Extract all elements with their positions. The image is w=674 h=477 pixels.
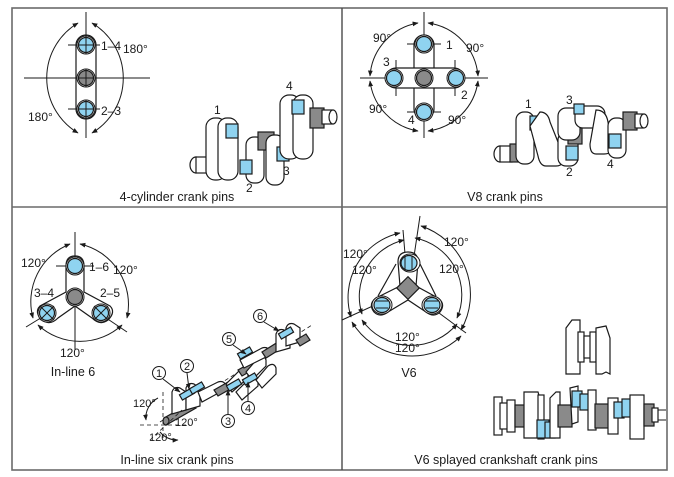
v8-crankshaft-pin-3 [573,103,585,115]
v8-crankshaft-pin-number-2: 2 [566,165,573,179]
inline6-angle-label-left: 120° [21,256,46,270]
v8-pin-label-1: 1 [446,38,453,52]
inline6-angle-label-bottom: 120° [60,346,85,360]
v8-angle-label-top-right: 90° [466,41,484,55]
inline6-main-journal [66,288,84,306]
inline6-crankshaft-pin-3 [225,378,243,392]
v8-pin-diagram: 1 2 3 4 90° 90° 90° 90° [360,12,488,138]
v8-crankshaft-pin-2 [565,145,579,161]
inline-six-pin-diagram: 1–6 2–5 3–4 120° 120° 120° In-line 6 [21,232,138,379]
crank-pin-4 [291,99,305,115]
caption-v8: V8 crank pins [467,190,543,204]
panel-four-cylinder: 1–4 2–3 180° 180° [24,12,338,204]
crank-pin-1 [225,123,239,139]
inline6-callout-3: 3 [221,389,235,428]
four-cyl-pin-diagram: 1–4 2–3 180° 180° [24,12,150,138]
panel-inline-six: 1–6 2–5 3–4 120° 120° 120° In-line 6 [21,232,313,467]
inline6-callout-1: 1 [152,366,181,393]
v6-angle-label-4: 120° [439,262,464,276]
svg-text:2: 2 [184,361,190,373]
svg-text:3: 3 [225,416,231,428]
v8-angle-label-bottom-right: 90° [448,113,466,127]
v6-angle-label-5: 120° [395,330,420,344]
inline6-crank-pin-1-6 [66,257,84,275]
angle-label-left: 180° [28,110,53,124]
v6-title: V6 [401,366,416,380]
v8-pin-label-2: 2 [461,88,468,102]
panel-v6: 120° 120° 120° 120° 120° 120° V6 [341,215,666,467]
inline6-title: In-line 6 [51,365,96,379]
caption-inline-six: In-line six crank pins [120,453,233,467]
crankshaft-pin-number-1: 1 [214,103,221,117]
caption-v6: V6 splayed crankshaft crank pins [414,453,597,467]
svg-text:5: 5 [226,334,232,346]
v8-pin-label-4: 4 [408,113,415,127]
crankshaft-pin-number-4: 4 [286,79,293,93]
inline6-crankshaft-angle-1: 120° [133,398,156,410]
svg-text:4: 4 [245,403,251,415]
v6-crankshaft [493,319,666,440]
svg-text:6: 6 [257,311,263,323]
inline6-callout-6: 6 [253,309,280,332]
svg-text:1: 1 [156,368,162,380]
inline6-angle-label-right: 120° [113,263,138,277]
four-cyl-crankshaft: 1 2 3 4 [189,79,338,195]
v6-crank-pin-left [373,296,391,314]
inline6-crankshaft-angle-3: 120° [149,432,172,444]
pin-label-1-4: 1–4 [101,39,121,53]
v8-crank-pin-4 [415,103,433,121]
caption-four-cylinder: 4-cylinder crank pins [120,190,235,204]
inline6-callout-5: 5 [222,332,247,355]
inline6-pin-label-3-4: 3–4 [34,286,54,300]
v8-crankshaft-pin-number-3: 3 [566,93,573,107]
inline6-pin-label-2-5: 2–5 [100,286,120,300]
inline6-crankshaft-pin-2 [188,381,206,395]
v6-angle-label-2: 120° [343,247,368,261]
crankshaft-pin-number-3: 3 [283,164,290,178]
v6-angle-label-1: 120° [444,235,469,249]
v6-angle-label-6: 120° [395,341,420,355]
v6-main-journal [395,275,421,301]
v8-crankshaft-pin-4 [608,133,622,149]
v6-crank-pin-right [423,296,441,314]
figure-frame [11,7,668,471]
v8-pin-label-3: 3 [383,55,390,69]
crank-pin-2 [239,159,253,175]
crankshaft-pin-number-2: 2 [246,181,253,195]
inline6-pin-label-1-6: 1–6 [89,260,109,274]
inline6-callout-2: 2 [180,359,194,390]
angle-label-right: 180° [123,42,148,56]
v6-crank-pin-top [400,254,418,272]
v8-angle-label-top-left: 90° [373,31,391,45]
inline6-crankshaft-angle-2: 120° [175,417,198,429]
v8-main-journal [415,69,433,87]
v8-crankshaft: 1 2 3 4 [493,93,649,179]
v8-crank-pin-2 [447,69,465,87]
v8-angle-label-bottom-left: 90° [369,102,387,116]
inline6-callout-4: 4 [241,381,255,415]
v8-crank-pin-3 [385,69,403,87]
pin-label-2-3: 2–3 [101,104,121,118]
v8-crank-pin-1 [415,35,433,53]
v8-crankshaft-pin-number-1: 1 [525,97,532,111]
panel-v8: 1 2 3 4 90° 90° 90° 90° [360,12,649,204]
v6-angle-label-3: 120° [352,263,377,277]
inline-six-crankshaft: 120° 120° 120° 1 2 3 4 [133,309,313,444]
v6-pin-diagram: 120° 120° 120° 120° 120° 120° V6 [341,215,471,380]
inline6-crankshaft-pin-6 [277,326,295,340]
v8-crankshaft-pin-number-4: 4 [607,157,614,171]
